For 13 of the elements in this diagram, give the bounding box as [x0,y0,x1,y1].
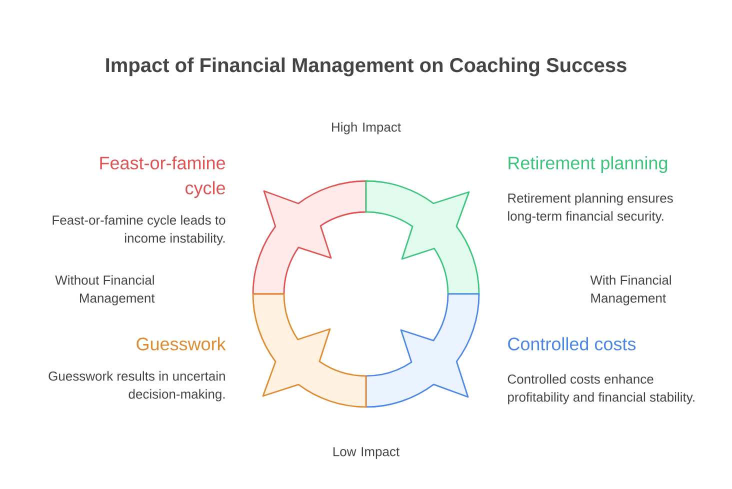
description-text: Feast-or-famine cycle leads to income instability. [52,215,226,246]
axis-label: Low Impact [333,447,400,459]
segment-heading: Guesswork [136,337,226,350]
description-text: Guesswork results in uncertain decision-making. [48,371,225,402]
axis-label: With Financial Management [590,275,671,306]
axis-label: Without Financial Management [55,275,155,306]
segment-heading: Retirement planning [508,156,668,173]
description-text: Controlled costs enhance profitability and financial stability. [508,374,694,404]
description-text: Retirement planning ensures long-term financial security. [508,193,673,224]
segment-heading: Controlled costs [508,337,636,350]
segment-heading: Feast-or-famine cycle [100,156,225,198]
title: Impact of Financial Management on Coaching Success [106,58,626,76]
axis-label: High Impact [332,122,401,134]
